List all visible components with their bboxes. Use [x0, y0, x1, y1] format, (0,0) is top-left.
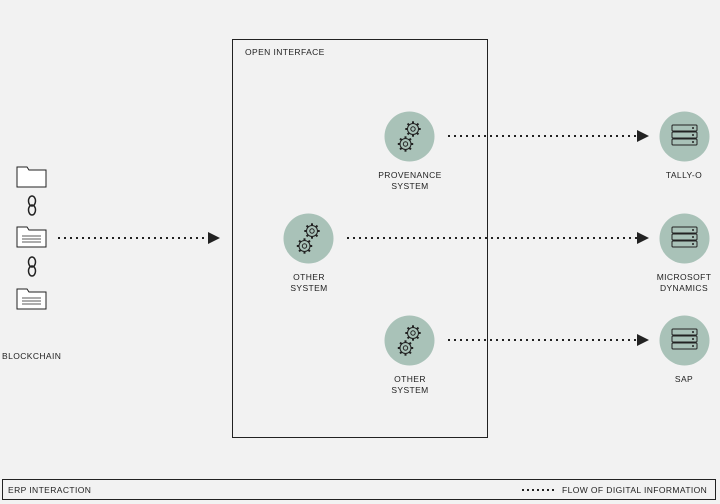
- blockchain-label: BLOCKCHAIN: [2, 351, 62, 361]
- provenance-system-node: [384, 111, 435, 162]
- node-label: PROVENANCE SYSTEM: [378, 170, 442, 191]
- other-system-node: [283, 213, 334, 264]
- node-label: OTHER SYSTEM: [290, 272, 328, 293]
- node-label: OTHER SYSTEM: [391, 374, 429, 395]
- server-icon: [659, 111, 710, 162]
- blockchain-stack: [14, 162, 48, 312]
- tally-erp-node: [659, 111, 710, 162]
- dynamics-erp-node: [659, 213, 710, 264]
- footer-bar: ERP INTERACTION FLOW OF DIGITAL INFORMAT…: [2, 479, 716, 500]
- document-folder-icon: [16, 288, 47, 310]
- target-label: TALLY-O: [665, 170, 703, 180]
- open-interface-title: OPEN INTERFACE: [245, 47, 325, 57]
- document-folder-icon: [16, 226, 47, 248]
- target-label: SAP: [674, 374, 694, 384]
- gears-icon: [384, 315, 435, 366]
- server-icon: [659, 315, 710, 366]
- open-interface-box: [232, 39, 488, 438]
- gears-icon: [283, 213, 334, 264]
- target-label: MICROSOFT DYNAMICS: [656, 272, 712, 293]
- other-system-node: [384, 315, 435, 366]
- folder-icon: [16, 166, 47, 188]
- sap-erp-node: [659, 315, 710, 366]
- legend-label: FLOW OF DIGITAL INFORMATION: [562, 485, 708, 495]
- dotted-line-legend-icon: [522, 489, 554, 491]
- gears-icon: [384, 111, 435, 162]
- server-icon: [659, 213, 710, 264]
- chain-link-icon: [27, 256, 37, 277]
- chain-link-icon: [27, 195, 37, 216]
- erp-interaction-label: ERP INTERACTION: [8, 485, 92, 495]
